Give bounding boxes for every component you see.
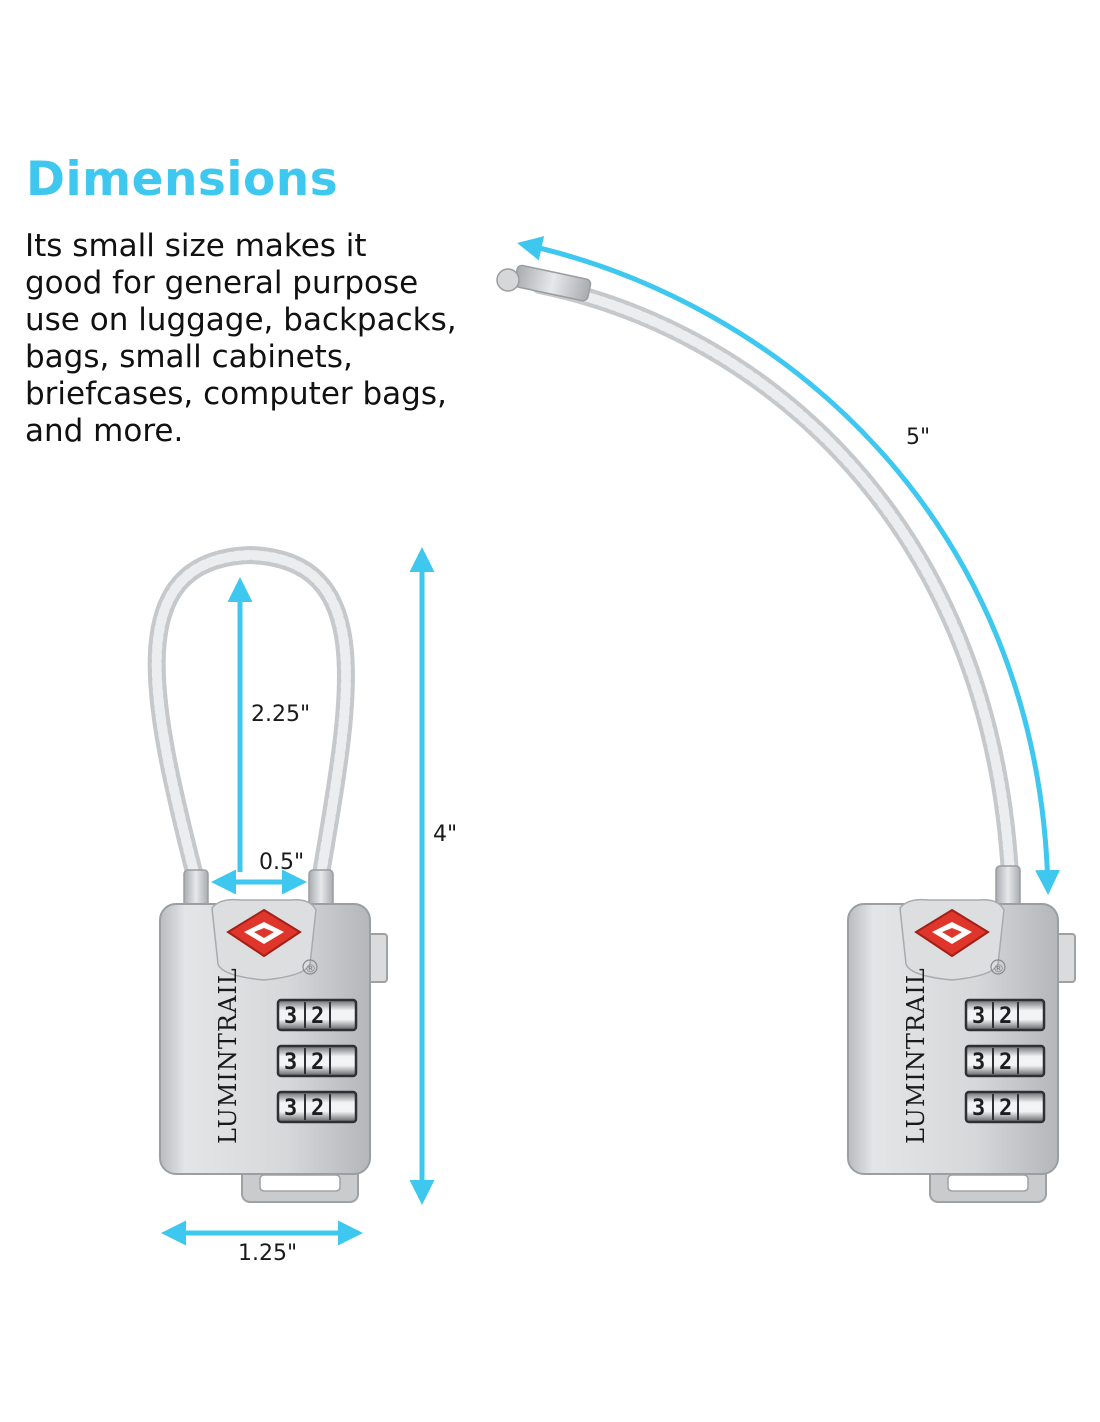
lock-closed: LUMINTRAIL ® 3 2 3 2 3 2	[147, 545, 389, 1204]
body-width-label: 1.25"	[238, 1241, 297, 1266]
description-line: Its small size makes it	[25, 228, 367, 264]
description-line: and more.	[25, 413, 184, 449]
description-line: bags, small cabinets,	[25, 339, 353, 375]
shackle-gap-label: 0.5"	[259, 850, 304, 875]
combination-dials[interactable]: 3 2 3 2 3 2	[284, 1004, 324, 1121]
brand-label: LUMINTRAIL	[214, 967, 242, 1144]
combination-dials[interactable]: 3 2 3 2 3 2	[972, 1004, 1012, 1121]
dial-digit: 2	[311, 1004, 324, 1029]
dial-digit: 3	[972, 1050, 985, 1075]
dial-digit: 2	[999, 1050, 1012, 1075]
brand-label: LUMINTRAIL	[902, 967, 930, 1144]
dial-digit: 2	[311, 1096, 324, 1121]
total-height-label: 4"	[433, 822, 457, 847]
registered-mark: ®	[993, 962, 1004, 975]
dial-digit: 2	[999, 1004, 1012, 1029]
lock-open: LUMINTRAIL ® 3 2 3 2 3 2	[496, 264, 1077, 1204]
dial-digit: 3	[284, 1004, 297, 1029]
dial-digit: 2	[311, 1050, 324, 1075]
page-title: Dimensions	[26, 152, 339, 207]
dial-digit: 2	[999, 1096, 1012, 1121]
registered-mark: ®	[305, 962, 316, 975]
description-line: briefcases, computer bags,	[25, 376, 447, 412]
description-text: Its small size makes it good for general…	[25, 228, 465, 450]
dial-digit: 3	[284, 1050, 297, 1075]
description-line: good for general purpose	[25, 265, 419, 301]
description-line: use on luggage, backpacks,	[25, 302, 457, 338]
loop-height-label: 2.25"	[251, 702, 310, 727]
cable-length-arrow	[517, 236, 1061, 895]
cable-length-label: 5"	[906, 425, 930, 450]
dial-digit: 3	[972, 1004, 985, 1029]
dial-digit: 3	[284, 1096, 297, 1121]
dial-digit: 3	[972, 1096, 985, 1121]
